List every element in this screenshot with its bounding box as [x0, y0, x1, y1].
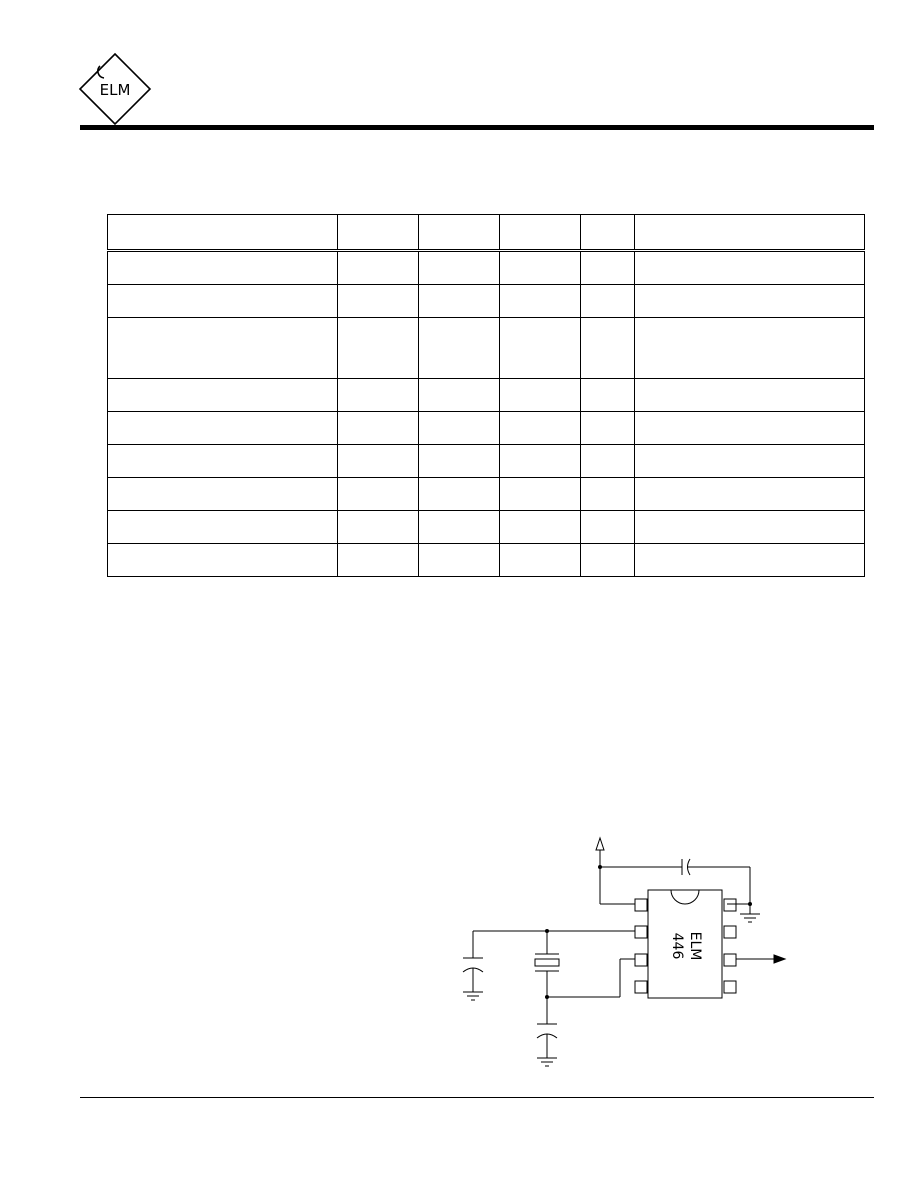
elm-logo: ELM [78, 52, 152, 126]
output-arrow-icon [773, 954, 787, 964]
crystal-body [534, 958, 560, 967]
table-row [107, 250, 865, 285]
table-cell [634, 543, 865, 577]
table-row [107, 477, 865, 511]
logo-text: ELM [100, 81, 131, 99]
table-cell [580, 250, 635, 285]
table-cell [107, 214, 338, 252]
table-cell [418, 250, 500, 285]
chip-label-line1: ELM [687, 932, 703, 961]
logo-arc [97, 65, 105, 79]
table-cell [580, 411, 635, 445]
table-cell [107, 411, 338, 445]
table-row [107, 510, 865, 544]
table-row [107, 444, 865, 478]
table-row [107, 317, 865, 379]
table-cell [580, 477, 635, 511]
table-row [107, 411, 865, 445]
table-cell [499, 214, 581, 252]
table-cell [418, 411, 500, 445]
table-cell [634, 250, 865, 285]
header-rule [80, 125, 874, 130]
chip-label-line2: 446 [669, 933, 685, 960]
table-cell [107, 477, 338, 511]
table-cell [107, 317, 338, 379]
table-cell [107, 444, 338, 478]
table-cell [418, 543, 500, 577]
table-cell [337, 510, 419, 544]
table-cell [634, 214, 865, 252]
table-cell [418, 510, 500, 544]
table-row [107, 378, 865, 412]
table-cell [634, 510, 865, 544]
table-cell [499, 284, 581, 318]
table-cell [418, 477, 500, 511]
table-cell [580, 510, 635, 544]
table-cell [580, 543, 635, 577]
table-row [107, 284, 865, 318]
table-cell [580, 378, 635, 412]
spec-table [107, 214, 865, 577]
table-cell [499, 317, 581, 379]
chip-notch [670, 889, 700, 905]
table-cell [634, 477, 865, 511]
table-cell [499, 411, 581, 445]
table-cell [107, 543, 338, 577]
table-cell [580, 284, 635, 318]
table-cell [337, 444, 419, 478]
table-cell [337, 317, 419, 379]
table-cell [418, 317, 500, 379]
table-cell [418, 284, 500, 318]
table-cell [107, 378, 338, 412]
table-cell [580, 444, 635, 478]
table-cell [107, 510, 338, 544]
table-cell [634, 378, 865, 412]
table-cell [634, 317, 865, 379]
table-cell [337, 250, 419, 285]
table-cell [418, 214, 500, 252]
table-cell [337, 284, 419, 318]
table-cell [337, 214, 419, 252]
table-cell [337, 378, 419, 412]
table-cell [337, 411, 419, 445]
table-cell [634, 411, 865, 445]
table-cell [337, 543, 419, 577]
table-cell [418, 444, 500, 478]
table-cell [580, 214, 635, 252]
table-cell [499, 250, 581, 285]
table-cell [499, 477, 581, 511]
table-cell [580, 317, 635, 379]
vdd-arrow-icon [595, 836, 605, 851]
table-cell [634, 444, 865, 478]
table-cell [107, 284, 338, 318]
table-cell [499, 444, 581, 478]
application-schematic: ELM 446 [462, 836, 787, 1067]
table-cell [499, 543, 581, 577]
table-cell [499, 378, 581, 412]
table-header-row [107, 214, 865, 252]
table-cell [499, 510, 581, 544]
table-cell [107, 250, 338, 285]
footer-rule [80, 1097, 874, 1098]
table-row [107, 543, 865, 577]
table-cell [337, 477, 419, 511]
table-cell [634, 284, 865, 318]
table-cell [418, 378, 500, 412]
